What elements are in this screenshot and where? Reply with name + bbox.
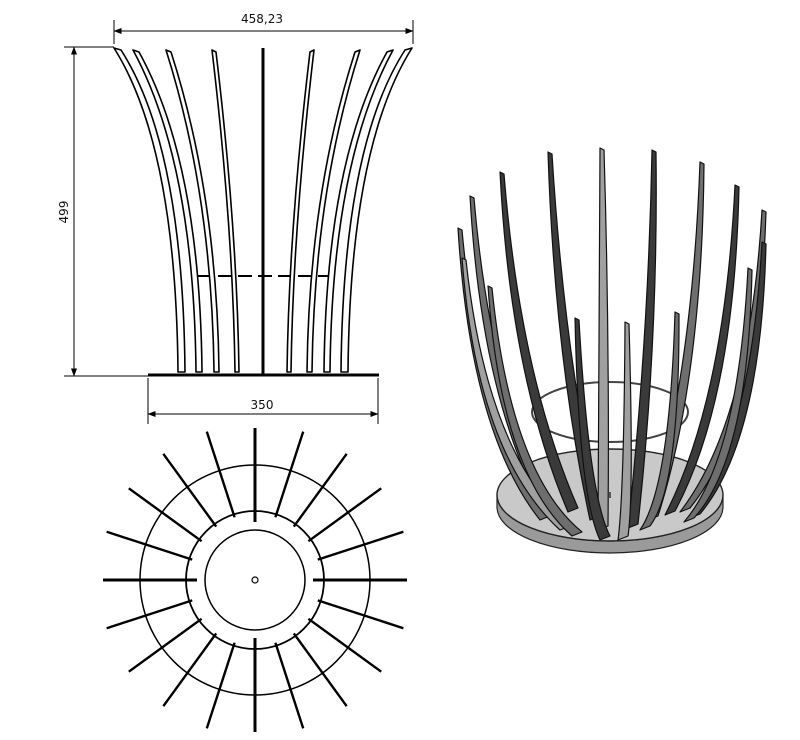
slat-top-19 bbox=[162, 453, 218, 528]
slat-front-right-2 bbox=[323, 49, 394, 373]
center-hole-top bbox=[251, 576, 259, 584]
slat-iso-16 bbox=[639, 311, 680, 531]
slat-top-15 bbox=[106, 599, 193, 630]
slat-front-right-3 bbox=[306, 49, 361, 373]
inner-circle-top bbox=[204, 529, 306, 631]
middle-circle-top bbox=[185, 510, 325, 650]
slat-iso-15 bbox=[617, 321, 632, 541]
slat-top-14 bbox=[128, 617, 203, 673]
slat-iso-4 bbox=[499, 171, 579, 513]
slat-top-8 bbox=[307, 617, 382, 673]
slat-top-9 bbox=[292, 632, 348, 707]
slat-top-13 bbox=[162, 632, 218, 707]
slat-top-5 bbox=[317, 530, 404, 561]
slat-front-left-4 bbox=[211, 49, 240, 373]
slat-iso-13 bbox=[683, 267, 753, 523]
slat-front-left-3 bbox=[165, 49, 220, 373]
dimension-height: 499 bbox=[57, 46, 148, 377]
slat-top-17 bbox=[106, 530, 193, 561]
dimension-height-label: 499 bbox=[57, 201, 71, 224]
slat-top-3 bbox=[292, 453, 348, 528]
slat-top-4 bbox=[307, 487, 382, 543]
dimension-base-width: 350 bbox=[147, 378, 379, 424]
slat-top-10 bbox=[274, 642, 305, 729]
slat-front-left-2 bbox=[132, 49, 203, 373]
slat-iso-3 bbox=[627, 149, 657, 529]
slat-top-20 bbox=[205, 431, 236, 518]
slat-top-12 bbox=[205, 642, 236, 729]
slat-iso-12 bbox=[487, 285, 583, 537]
slat-top-18 bbox=[128, 487, 203, 543]
front-view bbox=[113, 47, 413, 377]
dimension-top-width-label: 458,23 bbox=[241, 12, 283, 26]
slat-front-left-1 bbox=[113, 47, 186, 373]
slat-top-2 bbox=[274, 431, 305, 518]
slat-iso-7 bbox=[664, 184, 740, 516]
dimension-top-width: 458,23 bbox=[113, 12, 414, 44]
slat-iso-14 bbox=[574, 317, 611, 541]
slat-front-right-4 bbox=[286, 49, 315, 373]
inner-ring-iso bbox=[531, 381, 689, 443]
slat-front-right-1 bbox=[340, 47, 413, 373]
top-view bbox=[103, 428, 407, 732]
slat-iso-2 bbox=[597, 147, 609, 531]
slat-top-7 bbox=[317, 599, 404, 630]
isometric-view bbox=[457, 147, 767, 554]
dimension-base-width-label: 350 bbox=[251, 398, 274, 412]
